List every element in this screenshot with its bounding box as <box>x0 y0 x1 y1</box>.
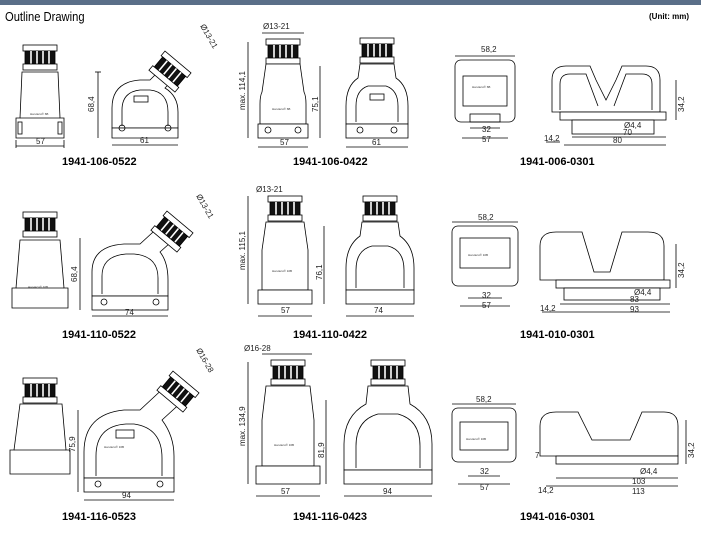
part-number: 1941-116-0423 <box>293 511 368 523</box>
dim-text: 57 <box>480 483 489 492</box>
base-housing-front-r1 <box>454 55 516 139</box>
part-number: 1941-006-0301 <box>520 156 595 168</box>
dim-text: 74 <box>374 306 383 315</box>
dim-text: 14,2 <box>544 134 560 143</box>
part-number: 1941-116-0523 <box>62 511 137 523</box>
dim-text: Ø16-28 <box>194 347 215 375</box>
hood-front-view-r1 <box>15 44 65 148</box>
dim-text: Ø13-21 <box>194 193 215 221</box>
hood-front-view-r2 <box>11 211 69 309</box>
hood-side-angled-r1 <box>95 50 192 146</box>
dim-text: 68,4 <box>70 266 79 282</box>
base-housing-front-r2 <box>451 221 519 307</box>
dim-text: 74 <box>125 308 134 317</box>
dim-text: 113 <box>632 487 645 496</box>
dim-text: 57 <box>36 137 45 146</box>
dim-text: 58,2 <box>481 45 497 54</box>
dim-text: 83 <box>630 295 639 304</box>
part-number: 1941-016-0301 <box>520 511 595 523</box>
dim-text: 57 <box>280 138 289 147</box>
dim-text: 93 <box>630 305 639 314</box>
dim-text: 32 <box>480 467 489 476</box>
part-number: 1941-106-0522 <box>62 156 137 168</box>
dim-text: Ø4,4 <box>640 467 658 476</box>
dim-text: 70 <box>623 128 632 137</box>
hood-side-angled-r3 <box>77 370 200 501</box>
part-number: 1941-106-0422 <box>293 156 368 168</box>
part-number: 1941-110-0422 <box>293 329 368 341</box>
hood-side-straight-r2 <box>345 195 415 317</box>
hood-side-straight-r3 <box>343 359 433 497</box>
part-number: 1941-010-0301 <box>520 329 595 341</box>
hood-front-view-r3 <box>9 377 71 475</box>
base-housing-side-r1 <box>546 65 677 146</box>
dim-text: 80 <box>613 136 622 145</box>
hood-front-view-r1-straight <box>247 32 321 148</box>
dim-text: 61 <box>372 138 381 147</box>
dim-text: 34,2 <box>677 96 686 112</box>
dim-text: Ø13-21 <box>256 185 283 194</box>
dim-text: max. 114,1 <box>238 70 247 110</box>
dim-text: Ø4,4 <box>624 121 642 130</box>
dim-text: 57 <box>482 301 491 310</box>
dim-text: 103 <box>632 477 646 486</box>
dim-text: 7 <box>535 451 540 460</box>
dim-text: 61 <box>140 136 149 145</box>
hood-front-view-r2-straight <box>247 195 325 317</box>
product-label: Han-Eco® 10B <box>272 269 292 273</box>
dim-text: Ø13-21 <box>263 22 290 31</box>
base-housing-side-r3 <box>539 411 687 487</box>
product-label: Han-Eco® 16B <box>104 445 124 449</box>
dim-text: 94 <box>122 491 131 500</box>
product-label: Han-Eco® 10B <box>28 285 48 289</box>
hood-side-straight-r1 <box>345 37 409 148</box>
dim-text: 58,2 <box>476 395 492 404</box>
dim-text: 75,1 <box>311 96 320 112</box>
product-label: Han-Eco® 6B <box>30 112 48 116</box>
page-title: Outline Drawing <box>5 9 85 24</box>
dim-text: 57 <box>482 135 491 144</box>
product-label: Han-Eco® 6B <box>272 107 290 111</box>
dim-text: 81,9 <box>317 442 326 458</box>
dim-text: max. 134,9 <box>238 406 247 446</box>
dim-text: 94 <box>383 487 392 496</box>
dim-text: 57 <box>281 487 290 496</box>
base-housing-side-r2 <box>539 231 677 313</box>
product-label: Han-Eco® 6B <box>472 85 490 89</box>
unit-note: (Unit: mm) <box>649 12 689 21</box>
hood-front-view-r3-straight <box>247 353 327 497</box>
dim-text: 76,1 <box>315 264 324 280</box>
dim-text: 57 <box>281 306 290 315</box>
dim-text: 68,4 <box>87 96 96 112</box>
dim-text: max. 115,1 <box>238 230 247 270</box>
product-label: Han-Eco® 16B <box>466 437 486 441</box>
dim-text: 58,2 <box>478 213 494 222</box>
hood-side-angled-r2 <box>79 210 194 317</box>
dim-text: 32 <box>482 291 491 300</box>
dim-text: 34,2 <box>687 442 696 458</box>
product-label: Han-Eco® 16B <box>274 443 294 447</box>
dim-text: Ø16-28 <box>244 344 271 353</box>
product-label: Han-Eco® 10B <box>468 253 488 257</box>
dim-text: 75,9 <box>68 436 77 452</box>
part-number: 1941-110-0522 <box>62 329 137 341</box>
dim-text: 34,2 <box>677 262 686 278</box>
dim-text: 14,2 <box>540 304 556 313</box>
base-housing-front-r3 <box>451 403 517 485</box>
dim-text: Ø4,4 <box>634 288 652 297</box>
dim-text: 14,2 <box>538 486 554 495</box>
dim-text: Ø13-21 <box>198 23 219 51</box>
dim-text: 32 <box>482 125 491 134</box>
top-accent-bar <box>0 0 701 5</box>
